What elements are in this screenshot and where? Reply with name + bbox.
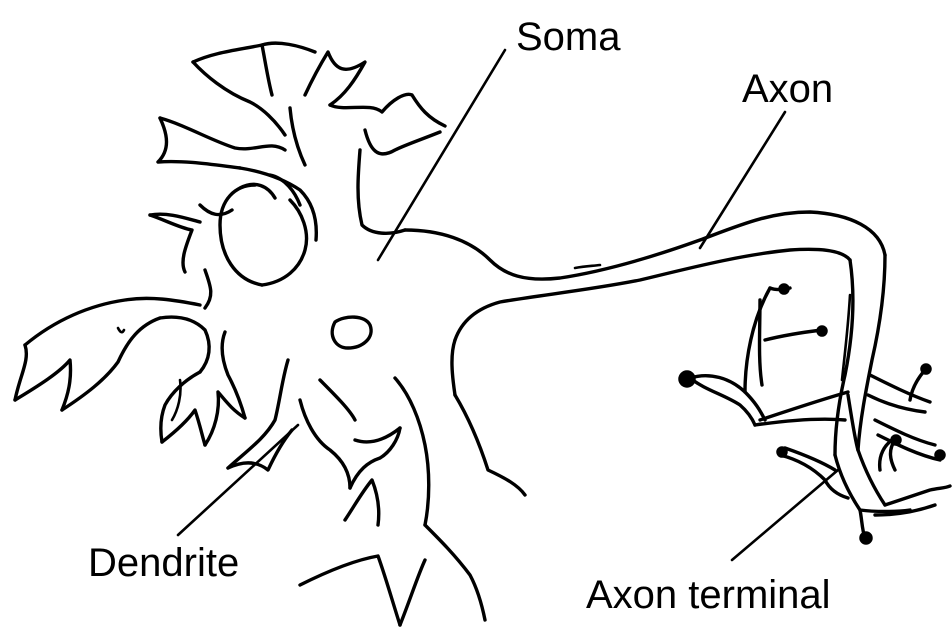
nucleus — [332, 317, 371, 348]
soma-leader-line — [378, 50, 505, 260]
dendrite-leader-line — [178, 425, 298, 535]
lower-dendrites — [228, 340, 525, 625]
axon-terminal-leader-line — [732, 470, 838, 560]
dendrite-label: Dendrite — [88, 541, 239, 585]
upper-dendrites — [158, 43, 445, 240]
axon-terminal-label: Axon terminal — [586, 573, 831, 617]
axon-leader-line — [700, 112, 785, 248]
axon-label: Axon — [742, 67, 833, 111]
axon-terminals — [679, 284, 950, 544]
soma-label: Soma — [516, 15, 621, 59]
left-dendrites — [15, 175, 307, 445]
